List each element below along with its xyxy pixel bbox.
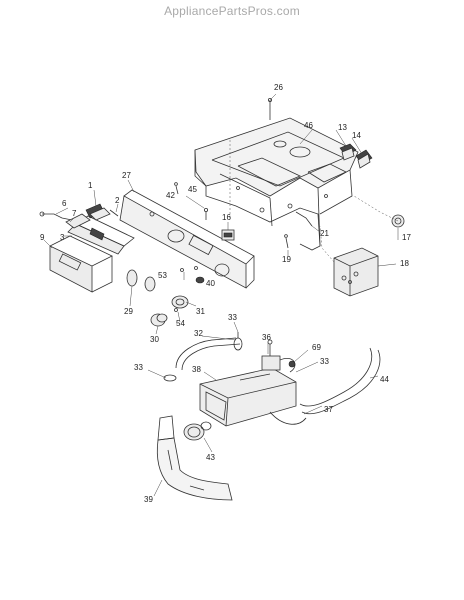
control-module-part-18	[333, 247, 379, 297]
callout-33-left: 33	[134, 363, 143, 372]
callout-32: 32	[194, 329, 203, 338]
knob-part-30	[150, 313, 168, 327]
screw-part-54	[174, 308, 178, 312]
callout-27: 27	[122, 171, 131, 180]
callout-43: 43	[206, 453, 215, 462]
callout-54: 54	[176, 319, 185, 328]
callout-40: 40	[206, 279, 215, 288]
clamp-part-33-upper	[233, 332, 243, 351]
callout-6: 6	[62, 199, 67, 208]
spring-part-53	[180, 266, 198, 272]
screw-part-26	[267, 98, 272, 120]
bracket-part-13	[339, 143, 357, 161]
bracket-part-14	[355, 149, 373, 169]
clip-part-19	[284, 234, 289, 249]
leader-17-frame	[353, 195, 399, 222]
top-frame-assembly	[194, 117, 359, 251]
callout-19: 19	[282, 255, 291, 264]
callout-33-top: 33	[228, 313, 237, 322]
gasket-part-43	[183, 421, 212, 441]
callout-21: 21	[320, 229, 329, 238]
callout-17: 17	[402, 233, 411, 242]
dispenser-drawer-part-9	[49, 235, 113, 293]
ring-part-31	[171, 295, 189, 309]
callout-30: 30	[150, 335, 159, 344]
callout-33-right: 33	[320, 357, 329, 366]
switch-part-16	[221, 229, 235, 241]
callout-18: 18	[400, 259, 409, 268]
leader-18-frame	[319, 225, 335, 263]
callout-69: 69	[312, 343, 321, 352]
callout-53: 53	[158, 271, 167, 280]
callout-39: 39	[144, 495, 153, 504]
callout-37: 37	[324, 405, 333, 414]
sump-hose-part-39	[156, 415, 233, 501]
callout-31: 31	[196, 307, 205, 316]
callout-36: 36	[262, 333, 271, 342]
callout-29: 29	[124, 307, 133, 316]
pump-housing-part-38	[199, 367, 297, 427]
callout-38: 38	[192, 365, 201, 374]
lid-part-7	[65, 213, 91, 229]
callout-42: 42	[166, 191, 175, 200]
callout-3: 3	[60, 233, 65, 242]
callout-labels: 1 2 3 6 7 9 13 14 16 17 18 19 21 26 27 2…	[40, 83, 411, 504]
leader-lines	[43, 93, 399, 497]
hose-part-6	[39, 211, 73, 221]
screw-part-45	[203, 207, 208, 220]
pin-part-2	[109, 209, 119, 217]
callout-14: 14	[352, 131, 361, 140]
pump-motor-part-36	[261, 339, 281, 371]
wiring-part-69	[279, 358, 296, 373]
hose-part-32	[175, 337, 241, 371]
cap-part-1	[85, 203, 111, 221]
clamp-part-33-left	[163, 374, 177, 382]
cap-part-29	[126, 269, 156, 292]
drain-hose-part-44	[299, 347, 381, 415]
callout-7: 7	[72, 209, 77, 218]
callout-9: 9	[40, 233, 45, 242]
site-watermark: AppliancePartsPros.com	[164, 4, 300, 18]
control-panel-part-27	[119, 189, 255, 289]
callout-46: 46	[304, 121, 313, 130]
screw-part-42	[174, 182, 179, 195]
callout-26: 26	[274, 83, 283, 92]
knob-part-40	[195, 276, 205, 284]
callout-16: 16	[222, 213, 231, 222]
callout-13: 13	[338, 123, 347, 132]
wire-part-21	[295, 211, 313, 227]
callout-45: 45	[188, 185, 197, 194]
callout-44: 44	[380, 375, 389, 384]
callout-1: 1	[88, 181, 93, 190]
hose-part-37	[269, 411, 307, 425]
callout-2: 2	[115, 196, 120, 205]
